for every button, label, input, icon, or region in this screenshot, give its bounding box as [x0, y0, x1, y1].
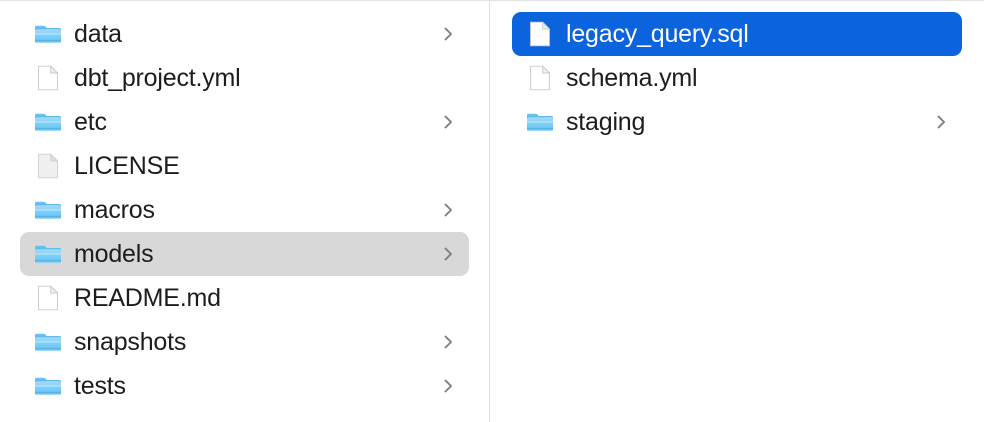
item-label: models: [74, 240, 154, 268]
generic-document-icon: [33, 151, 63, 181]
item-label: etc: [74, 108, 107, 136]
folder-row[interactable]: etc: [20, 100, 469, 144]
chevron-right-icon[interactable]: [442, 244, 455, 264]
folder-icon: [33, 19, 63, 49]
folder-row[interactable]: staging: [512, 100, 962, 144]
finder-column-2[interactable]: legacy_query.sql schema.yml staging: [491, 1, 984, 422]
item-label: macros: [74, 196, 155, 224]
file-row[interactable]: dbt_project.yml: [20, 56, 469, 100]
document-icon: [525, 63, 555, 93]
chevron-right-icon[interactable]: [442, 112, 455, 132]
file-row[interactable]: schema.yml: [512, 56, 962, 100]
folder-icon: [33, 239, 63, 269]
item-label: snapshots: [74, 328, 187, 356]
column-2-list: legacy_query.sql schema.yml staging: [491, 1, 984, 144]
item-label: legacy_query.sql: [566, 20, 749, 48]
folder-row[interactable]: macros: [20, 188, 469, 232]
item-label: staging: [566, 108, 646, 136]
folder-icon: [33, 107, 63, 137]
item-label: data: [74, 20, 122, 48]
folder-icon: [33, 195, 63, 225]
chevron-right-icon[interactable]: [442, 376, 455, 396]
document-icon: [33, 63, 63, 93]
item-label: schema.yml: [566, 64, 698, 92]
file-row[interactable]: LICENSE: [20, 144, 469, 188]
item-label: README.md: [74, 284, 221, 312]
folder-icon: [33, 327, 63, 357]
item-label: tests: [74, 372, 126, 400]
item-label: dbt_project.yml: [74, 64, 241, 92]
folder-icon: [33, 371, 63, 401]
folder-row[interactable]: data: [20, 12, 469, 56]
document-icon: [525, 19, 555, 49]
chevron-right-icon[interactable]: [442, 332, 455, 352]
chevron-right-icon[interactable]: [442, 24, 455, 44]
document-icon: [33, 283, 63, 313]
folder-row[interactable]: models: [20, 232, 469, 276]
item-label: LICENSE: [74, 152, 180, 180]
folder-icon: [525, 107, 555, 137]
file-row[interactable]: README.md: [20, 276, 469, 320]
chevron-right-icon[interactable]: [935, 112, 948, 132]
folder-row[interactable]: tests: [20, 364, 469, 408]
folder-row[interactable]: snapshots: [20, 320, 469, 364]
file-row[interactable]: legacy_query.sql: [512, 12, 962, 56]
chevron-right-icon[interactable]: [442, 200, 455, 220]
